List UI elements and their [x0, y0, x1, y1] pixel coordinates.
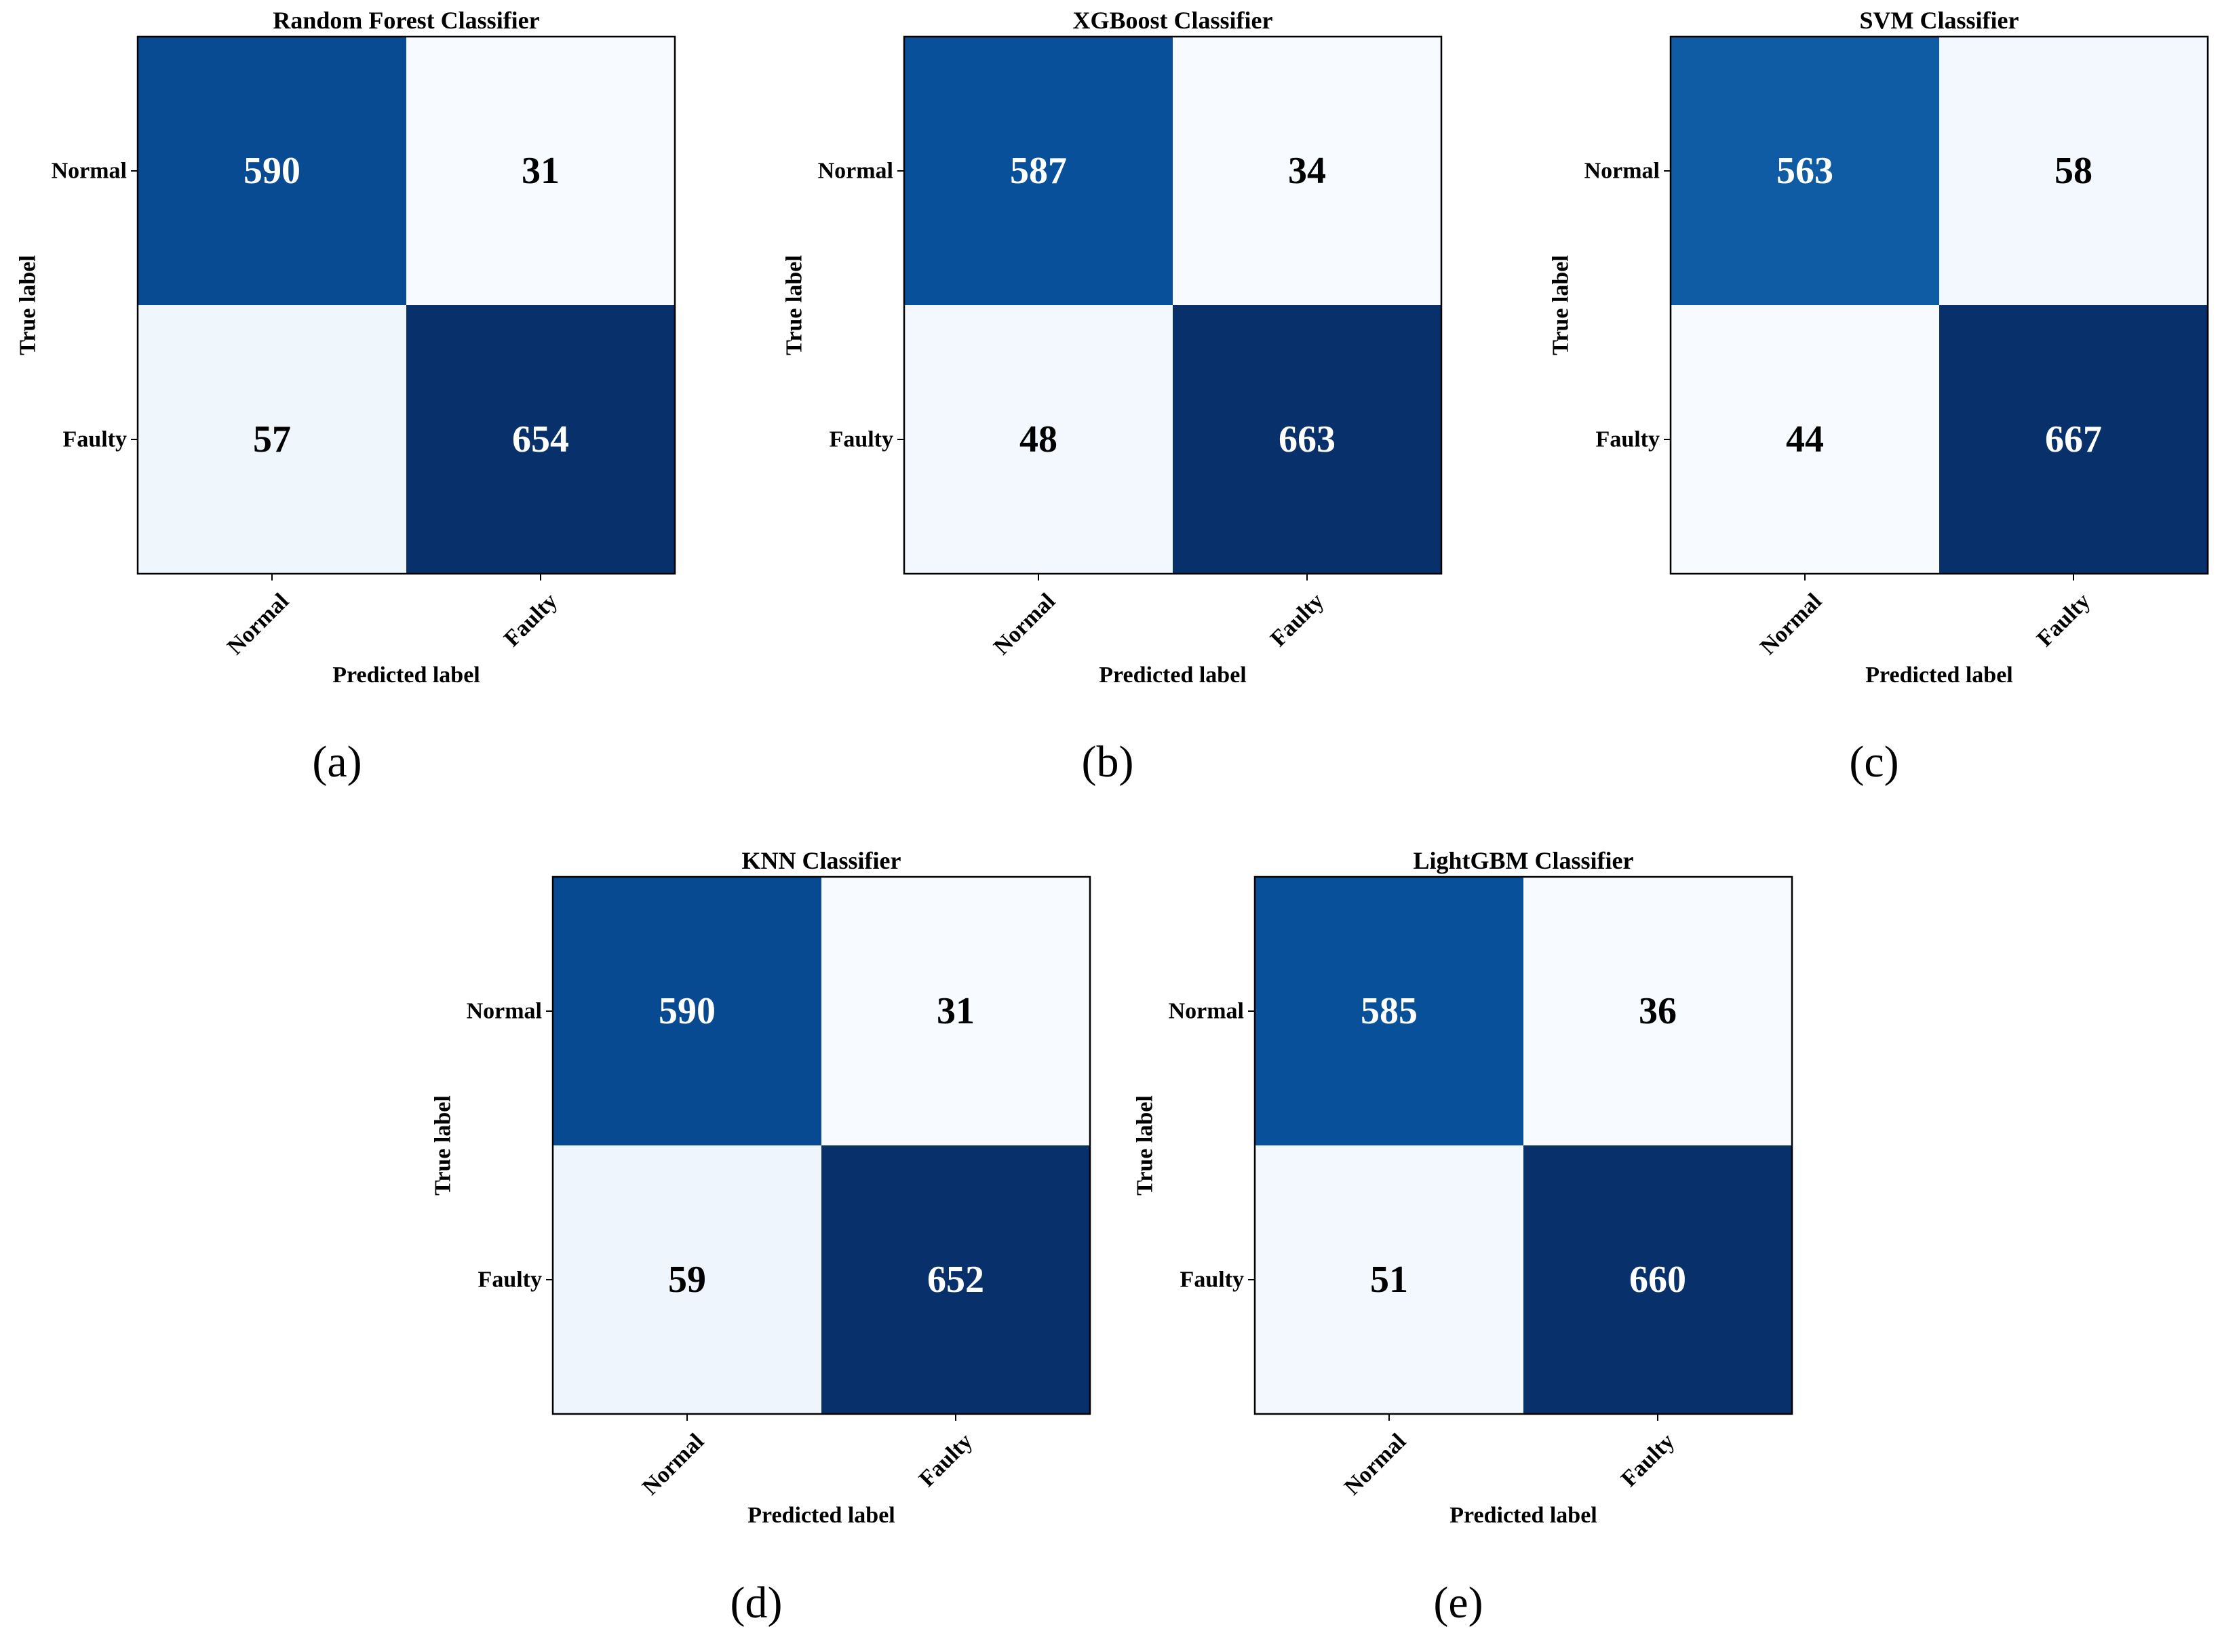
- panel-5-cell-value: 51: [1370, 1259, 1408, 1301]
- panel-4-frame: [551, 876, 1091, 1415]
- panel-3-frame: [1669, 35, 2209, 575]
- panel-4-x-tick-label: Faulty: [914, 1429, 977, 1492]
- panel-5-cell-faulty-faulty: [1523, 1145, 1792, 1414]
- panel-1-xlabel: Predicted label: [332, 663, 480, 688]
- panel-2-xlabel: Predicted label: [1099, 663, 1247, 688]
- panel-3-cell-value: 667: [2045, 418, 2102, 460]
- panel-1-x-tick-label: Faulty: [499, 589, 562, 652]
- panel-5-ylabel: True label: [1133, 1095, 1158, 1196]
- panel-4-y-tick-label: Normal: [467, 999, 542, 1024]
- panel-3-y-tick-label: Normal: [1584, 159, 1660, 184]
- panel-4-ylabel: True label: [431, 1095, 456, 1196]
- panel-4-xlabel: Predicted label: [747, 1503, 895, 1528]
- panel-2-cell-value: 48: [1019, 418, 1057, 460]
- panel-2-cell-value: 587: [1010, 150, 1067, 192]
- panel-4-cell-faulty-faulty: [821, 1145, 1090, 1414]
- panel-5-frame: [1253, 876, 1793, 1415]
- panel-2-ylabel: True label: [782, 255, 807, 355]
- panel-3-cell-faulty-normal: [1671, 305, 1939, 574]
- panel-3-cell-value: 58: [2055, 150, 2092, 192]
- panel-3-ylabel: True label: [1549, 255, 1574, 355]
- panel-1-cell-value: 57: [253, 418, 291, 460]
- panel-5-cell-faulty-normal: [1255, 1145, 1523, 1414]
- panel-2-cell-faulty-faulty: [1173, 305, 1441, 574]
- panel-3-xlabel: Predicted label: [1865, 663, 2013, 688]
- panel-1-cell-faulty-normal: [138, 305, 406, 574]
- panel-5-x-tick-label: Normal: [1340, 1429, 1411, 1500]
- panel-1-frame: [136, 35, 676, 575]
- panel-1-ylabel: True label: [16, 255, 41, 355]
- panel-1-cell-normal-normal: [138, 37, 406, 305]
- panel-2-cell-normal-faulty: [1173, 37, 1441, 305]
- panel-5-title: LightGBM Classifier: [1414, 847, 1634, 874]
- panel-5-x-tick-label: Faulty: [1616, 1429, 1679, 1492]
- panel-1-caption: (a): [312, 737, 362, 787]
- panel-2-y-tick-label: Normal: [818, 159, 893, 184]
- panel-4-title: KNN Classifier: [742, 847, 901, 874]
- panel-1-cell-faulty-faulty: [406, 305, 675, 574]
- panel-5-cell-value: 660: [1629, 1259, 1686, 1301]
- panel-2-cell-value: 663: [1279, 418, 1336, 460]
- panel-3-cell-value: 563: [1776, 150, 1833, 192]
- panel-2-cell-faulty-normal: [904, 305, 1173, 574]
- panel-3-x-tick-label: Faulty: [2032, 589, 2095, 652]
- panel-2-x-tick-label: Faulty: [1266, 589, 1329, 652]
- panel-2-cell-normal-normal: [904, 37, 1173, 305]
- panel-4-y-tick-label: Faulty: [478, 1267, 542, 1293]
- panel-1-x-tick-label: Normal: [222, 589, 294, 660]
- panel-5-cell-value: 585: [1361, 990, 1418, 1032]
- panel-5-cell-value: 36: [1639, 990, 1677, 1032]
- panel-4-cell-normal-faulty: [821, 877, 1090, 1145]
- panel-5-cell-normal-normal: [1255, 877, 1523, 1145]
- panel-3-caption: (c): [1849, 737, 1898, 787]
- panel-4-cell-value: 652: [927, 1259, 984, 1301]
- panel-1-y-tick-label: Normal: [52, 159, 127, 184]
- panel-1-title: Random Forest Classifier: [273, 7, 539, 34]
- panel-1-y-tick-label: Faulty: [63, 427, 127, 452]
- panel-4-cell-value: 31: [937, 990, 975, 1032]
- panel-5-y-tick-label: Normal: [1169, 999, 1244, 1024]
- panel-4-cell-value: 59: [668, 1259, 706, 1301]
- panel-5-y-tick-label: Faulty: [1180, 1267, 1244, 1293]
- panel-3-cell-normal-faulty: [1939, 37, 2208, 305]
- panel-1-cell-value: 31: [522, 150, 560, 192]
- panel-2-y-tick-label: Faulty: [830, 427, 893, 452]
- panel-4-caption: (d): [731, 1578, 783, 1628]
- panel-5-cell-normal-faulty: [1523, 877, 1792, 1145]
- panel-3-cell-value: 44: [1786, 418, 1824, 460]
- panel-2-x-tick-label: Normal: [989, 589, 1060, 660]
- panel-2-caption: (b): [1082, 737, 1134, 787]
- panel-5-caption: (e): [1433, 1578, 1483, 1628]
- panel-4-cell-value: 590: [659, 990, 716, 1032]
- panel-4-cell-normal-normal: [553, 877, 821, 1145]
- panel-3-y-tick-label: Faulty: [1596, 427, 1660, 452]
- panel-3-title: SVM Classifier: [1860, 7, 2019, 34]
- panel-4-x-tick-label: Normal: [638, 1429, 709, 1500]
- panel-2-title: XGBoost Classifier: [1073, 7, 1273, 34]
- panel-3-x-tick-label: Normal: [1755, 589, 1827, 660]
- panel-1-cell-value: 654: [512, 418, 569, 460]
- panel-1-cell-normal-faulty: [406, 37, 675, 305]
- panel-3-cell-normal-normal: [1671, 37, 1939, 305]
- panel-1-cell-value: 590: [244, 150, 300, 192]
- panel-2-cell-value: 34: [1288, 150, 1326, 192]
- panel-3-cell-faulty-faulty: [1939, 305, 2208, 574]
- panel-5-xlabel: Predicted label: [1449, 1503, 1597, 1528]
- panel-4-cell-faulty-normal: [553, 1145, 821, 1414]
- panel-2-frame: [903, 35, 1443, 575]
